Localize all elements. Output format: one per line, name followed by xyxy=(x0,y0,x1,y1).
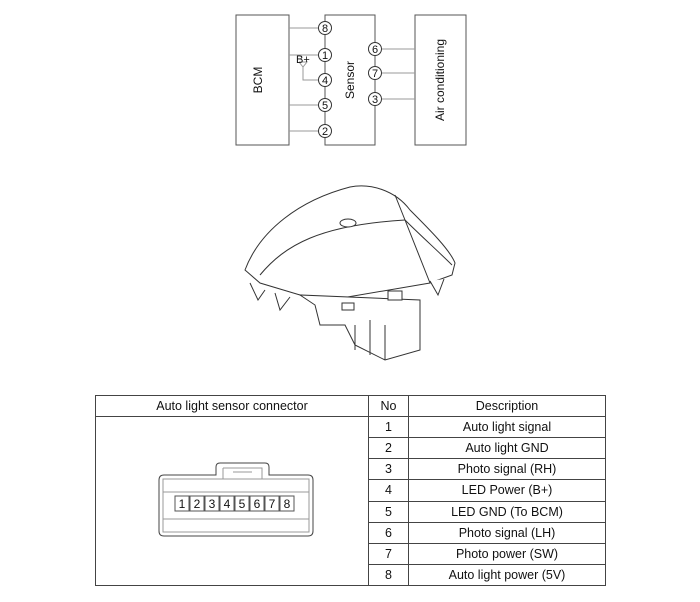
right-pin-label-circle xyxy=(368,66,382,80)
pin-description: Photo signal (RH) xyxy=(408,458,606,481)
pin-number: 3 xyxy=(368,458,409,481)
pin-description: Photo signal (LH) xyxy=(408,521,606,544)
connector-pin-label: 5 xyxy=(239,497,246,511)
pin-description: LED Power (B+) xyxy=(408,479,606,502)
pin-number: 6 xyxy=(368,521,409,544)
left-pin-label: 1 xyxy=(322,50,328,62)
pin-description: Auto light power (5V) xyxy=(408,563,606,587)
pin-number: 1 xyxy=(368,415,409,439)
connector-pin-box xyxy=(204,495,220,512)
connector-pin-box xyxy=(174,495,190,512)
connector-pin-label: 4 xyxy=(224,497,231,511)
connector-table: Auto light sensor connector No Descripti… xyxy=(95,395,606,587)
sensor-illustration xyxy=(244,185,456,361)
right-pin-label-circle xyxy=(368,42,382,56)
left-pin-label-circle xyxy=(318,48,332,62)
bplus-label: B+ xyxy=(296,54,310,66)
sensor-label: Sensor xyxy=(343,61,357,99)
connector-pin-box xyxy=(189,495,205,512)
left-pin-label: 5 xyxy=(322,100,328,112)
connector-pin-label: 7 xyxy=(269,497,276,511)
ac-label: Air conditioning xyxy=(433,39,447,121)
connector-pin-box xyxy=(249,495,265,512)
left-pin-label: 4 xyxy=(322,75,328,87)
left-pin-label-circle xyxy=(318,73,332,87)
bcm-box xyxy=(235,14,290,146)
right-pin-label-circle xyxy=(368,92,382,106)
left-pin-label-circle xyxy=(318,124,332,138)
connector-pin-box xyxy=(234,495,250,512)
wiring-diagram: BCM Sensor Air conditioning B+ 8 1 4 5 2 6 7 3 xyxy=(235,14,467,146)
connector-pin-label: 8 xyxy=(284,497,291,511)
left-pin-label-circle xyxy=(318,21,332,35)
ac-box xyxy=(414,14,467,146)
pin-description: Photo power (SW) xyxy=(408,542,606,565)
connector-pin-label: 6 xyxy=(254,497,261,511)
right-pin-label: 7 xyxy=(372,68,378,80)
pin-description: Auto light GND xyxy=(408,437,606,460)
pin-number: 4 xyxy=(368,479,409,502)
pin-number: 8 xyxy=(368,563,409,587)
connector-pin-label: 2 xyxy=(194,497,201,511)
header-no: No xyxy=(368,395,409,417)
right-pin-label: 6 xyxy=(372,44,378,56)
pin-number: 5 xyxy=(368,500,409,523)
header-description: Description xyxy=(408,395,606,417)
connector-pin-label: 1 xyxy=(179,497,186,511)
left-pin-label: 8 xyxy=(322,23,328,35)
pin-number: 7 xyxy=(368,542,409,565)
connector-pin-box xyxy=(219,495,235,512)
pin-description: LED GND (To BCM) xyxy=(408,500,606,523)
connector-pin-box xyxy=(279,495,295,512)
bcm-label: BCM xyxy=(251,67,265,94)
right-pin-label: 3 xyxy=(372,94,378,106)
left-pin-label: 2 xyxy=(322,126,328,138)
pin-number: 2 xyxy=(368,437,409,460)
table-header-row: Auto light sensor connector No Descripti… xyxy=(95,395,606,417)
left-pin-label-circle xyxy=(318,98,332,112)
connector-pin-box xyxy=(264,495,280,512)
pin-description: Auto light signal xyxy=(408,415,606,439)
header-connector: Auto light sensor connector xyxy=(95,395,369,417)
connector-pin-label: 3 xyxy=(209,497,216,511)
